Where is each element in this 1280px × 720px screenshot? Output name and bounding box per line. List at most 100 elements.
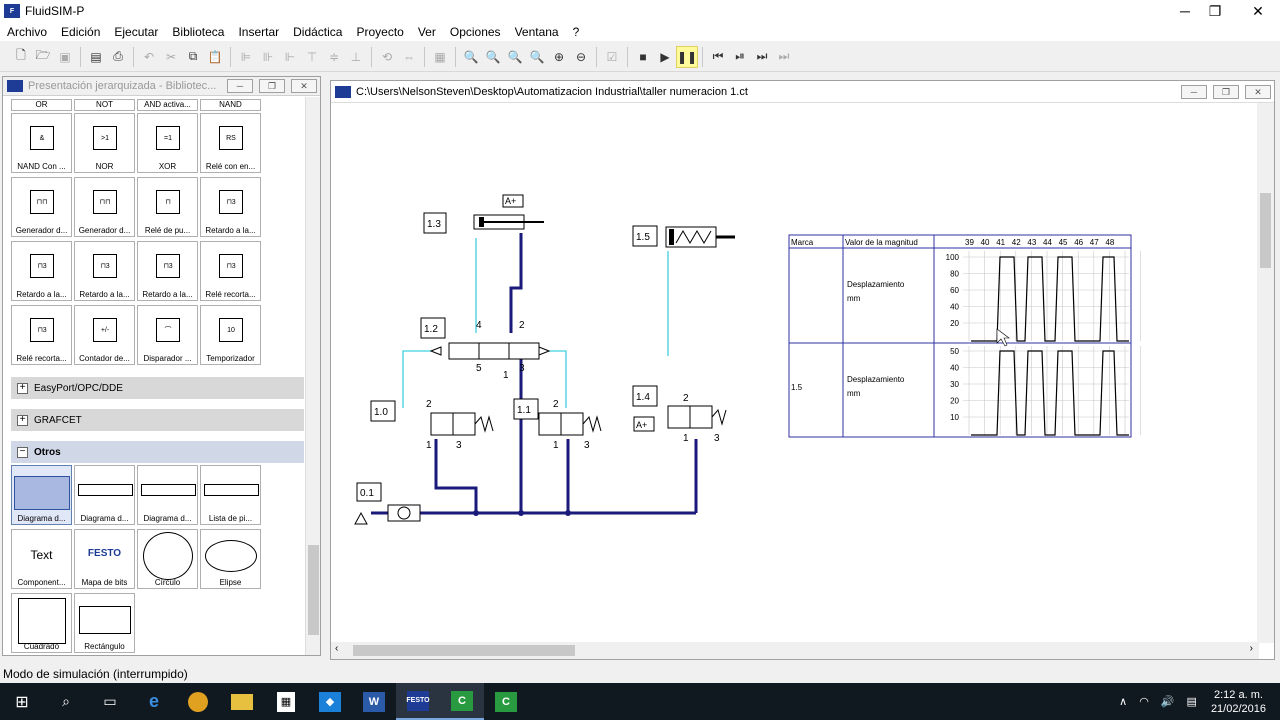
notifications-icon[interactable]: ▤ [1186,696,1197,708]
group-otros[interactable]: − Otros [11,441,304,463]
search-icon[interactable]: ⌕ [62,693,70,709]
chrome-browser-icon[interactable] [176,683,220,720]
grid-icon[interactable]: ▦ [434,49,446,64]
circuit-close-button[interactable]: ✕ [1245,85,1271,99]
task-view-icon[interactable]: ▭ [103,693,117,709]
align-middle-icon[interactable]: ≑ [328,49,340,64]
undo-icon[interactable]: ↶ [143,49,155,64]
new-file-icon[interactable]: 🗋 [16,48,26,62]
library-item[interactable]: Elipse [200,529,261,589]
zoom-in-icon[interactable]: ⊕ [553,49,565,64]
file-explorer-icon[interactable] [220,683,264,720]
copy-icon[interactable]: ⧉ [188,49,198,63]
group-easyport[interactable]: + EasyPort/OPC/DDE [11,377,304,399]
zoom-window-icon[interactable]: 🔍 [507,49,523,64]
menu-proyecto[interactable]: Proyecto [356,24,404,39]
library-item[interactable]: ⊓Relé de pu... [137,177,198,237]
zoom-fit-icon[interactable]: 🔍 [485,49,501,64]
menu-edicion[interactable]: Edición [61,24,101,39]
menu-help[interactable]: ? [572,24,580,39]
menu-ver[interactable]: Ver [417,24,436,39]
library-item[interactable]: Diagrama d... [74,465,135,525]
library-close-button[interactable]: ✕ [291,79,317,93]
circuit-restore-button[interactable]: ❐ [1213,85,1239,99]
camtasia-task-icon[interactable]: C [440,683,484,720]
align-center-icon[interactable]: ⊪ [262,49,274,64]
menu-opciones[interactable]: Opciones [449,24,501,39]
library-restore-button[interactable]: ❐ [259,79,285,93]
circuit-minimize-button[interactable]: ─ [1181,85,1207,99]
zoom-out-icon[interactable]: ⊖ [575,49,587,64]
circuit-canvas[interactable]: 1.3 A+ 1.5 1.2 4 2 5 1 3 [331,103,1259,643]
menu-biblioteca[interactable]: Biblioteca [172,24,225,39]
library-minimize-button[interactable]: ─ [227,79,253,93]
scroll-thumb[interactable] [353,645,575,656]
print-icon[interactable]: ⎙ [113,49,123,63]
fast-forward-icon[interactable]: ⏭ [778,49,790,63]
clock[interactable]: 2:12 a. m. 21/02/2016 [1211,688,1266,716]
menu-ventana[interactable]: Ventana [514,24,559,39]
fluidsim-task-icon[interactable]: FESTO [396,683,440,720]
library-item[interactable]: &NAND Con ... [11,113,72,173]
start-windows-icon[interactable]: ⊞ [15,693,29,711]
zoom-previous-icon[interactable]: 🔍 [529,49,545,64]
paste-icon[interactable]: 📋 [207,49,223,64]
reset-icon[interactable]: ⏮ [712,49,724,63]
maximize-button[interactable]: ❐ [1208,2,1222,19]
save-icon[interactable]: ▣ [59,49,71,64]
wifi-icon[interactable]: ◠ [1139,696,1149,708]
library-item[interactable]: Rectángulo [74,593,135,653]
step-icon[interactable]: ⏯ [735,49,745,63]
library-item[interactable]: Diagrama d... [11,465,72,525]
volume-icon[interactable]: 🔊 [1160,696,1175,708]
close-button[interactable]: ✕ [1252,2,1264,19]
play-icon[interactable]: ▶ [660,49,670,64]
mirror-icon[interactable]: ⇔ [403,49,415,64]
library-item[interactable]: Lista de pi... [200,465,261,525]
camtasia-recorder-icon[interactable]: C [484,683,528,720]
scroll-left-icon[interactable]: ‹ [335,643,339,654]
edge-browser-icon[interactable]: e [148,691,159,711]
minimize-button[interactable]: ─ [1180,3,1190,19]
menu-insertar[interactable]: Insertar [238,24,280,39]
rotate-icon[interactable]: ⟲ [381,49,393,64]
pause-icon[interactable]: ❚❚ [676,45,698,68]
group-grafcet[interactable]: + GRAFCET [11,409,304,431]
library-item[interactable]: ⊓⊓Generador d... [74,177,135,237]
zoom-100-icon[interactable]: 🔍 [463,49,479,64]
align-top-icon[interactable]: ⊤ [306,49,318,64]
check-drawing-icon[interactable]: ☑ [606,49,618,64]
library-item[interactable]: ⊓⊓Generador d... [11,177,72,237]
word-icon[interactable]: W [352,683,396,720]
cut-icon[interactable]: ✂ [165,49,177,64]
library-item[interactable]: Círculo [137,529,198,589]
align-bottom-icon[interactable]: ⊥ [350,49,362,64]
scroll-thumb[interactable] [1260,193,1271,268]
open-file-icon[interactable]: 🗁 [35,48,51,62]
library-item[interactable]: ⌒Disparador ... [137,305,198,365]
dropbox-icon[interactable]: ◆ [308,683,352,720]
store-icon[interactable]: ▦ [264,683,308,720]
step-to-icon[interactable]: ⏭ [756,49,768,63]
menu-archivo[interactable]: Archivo [7,24,48,39]
library-scrollbar[interactable] [305,97,320,655]
library-item[interactable]: Diagrama d... [137,465,198,525]
stop-icon[interactable]: ■ [639,49,647,64]
menu-didactica[interactable]: Didáctica [293,24,343,39]
library-item[interactable]: +/-Contador de... [74,305,135,365]
tray-expand-icon[interactable]: ∧ [1119,696,1128,708]
circuit-vertical-scrollbar[interactable] [1257,103,1274,643]
scroll-thumb[interactable] [308,545,319,635]
